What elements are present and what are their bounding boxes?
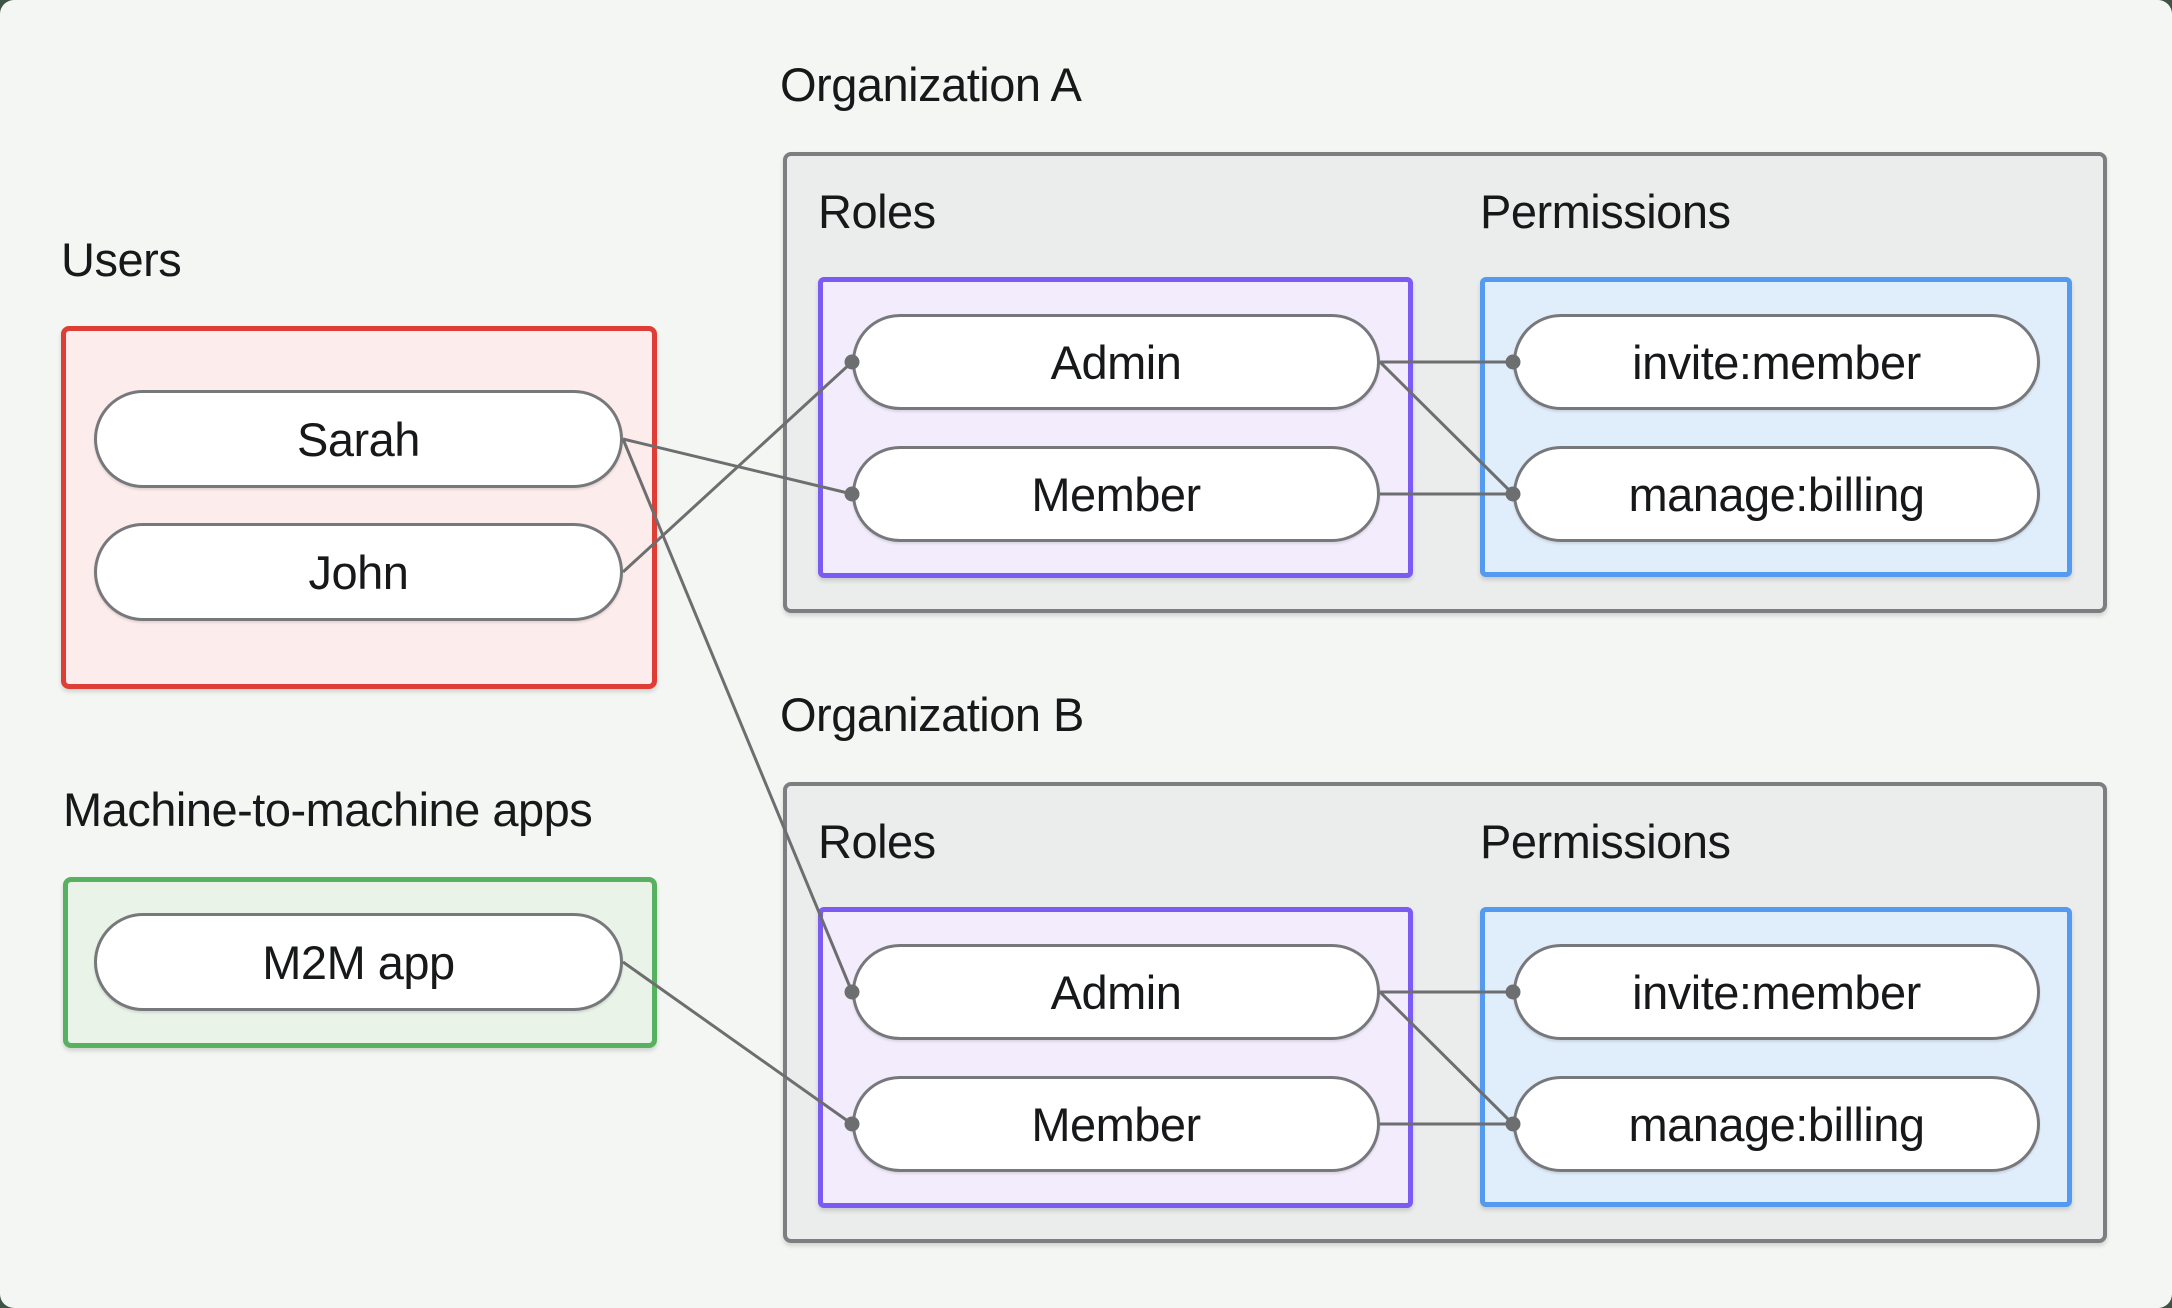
role-node-org-a-admin-label: Admin	[1050, 335, 1182, 389]
org-b-title: Organization B	[780, 688, 1084, 741]
m2m-app-node: M2M app	[94, 913, 623, 1011]
user-node-john-label: John	[308, 545, 409, 599]
user-node-sarah-label: Sarah	[297, 412, 420, 466]
org-a-title: Organization A	[780, 58, 1082, 111]
m2m-app-node-label: M2M app	[262, 935, 455, 989]
permission-node-org-b-invite-member-label: invite:member	[1632, 965, 1921, 1019]
role-node-org-a-member: Member	[852, 446, 1380, 542]
user-node-sarah: Sarah	[94, 390, 623, 488]
users-group-label: Users	[61, 233, 182, 286]
permission-node-org-a-manage-billing-label: manage:billing	[1628, 467, 1925, 521]
org-b-roles-label: Roles	[818, 815, 936, 868]
permission-node-org-b-manage-billing-label: manage:billing	[1628, 1097, 1925, 1151]
permission-node-org-a-invite-member-label: invite:member	[1632, 335, 1921, 389]
user-node-john: John	[94, 523, 623, 621]
role-node-org-b-admin: Admin	[852, 944, 1380, 1040]
org-a-roles-label: Roles	[818, 185, 936, 238]
users-group-box	[61, 326, 657, 689]
org-a-permissions-label: Permissions	[1480, 185, 1731, 238]
role-node-org-b-admin-label: Admin	[1050, 965, 1182, 1019]
permission-node-org-b-invite-member: invite:member	[1513, 944, 2040, 1040]
permission-node-org-b-manage-billing: manage:billing	[1513, 1076, 2040, 1172]
permission-node-org-a-manage-billing: manage:billing	[1513, 446, 2040, 542]
role-node-org-b-member: Member	[852, 1076, 1380, 1172]
org-b-permissions-label: Permissions	[1480, 815, 1731, 868]
role-node-org-a-admin: Admin	[852, 314, 1380, 410]
role-node-org-b-member-label: Member	[1031, 1097, 1201, 1151]
m2m-group-label: Machine-to-machine apps	[63, 783, 593, 836]
role-node-org-a-member-label: Member	[1031, 467, 1201, 521]
permission-node-org-a-invite-member: invite:member	[1513, 314, 2040, 410]
